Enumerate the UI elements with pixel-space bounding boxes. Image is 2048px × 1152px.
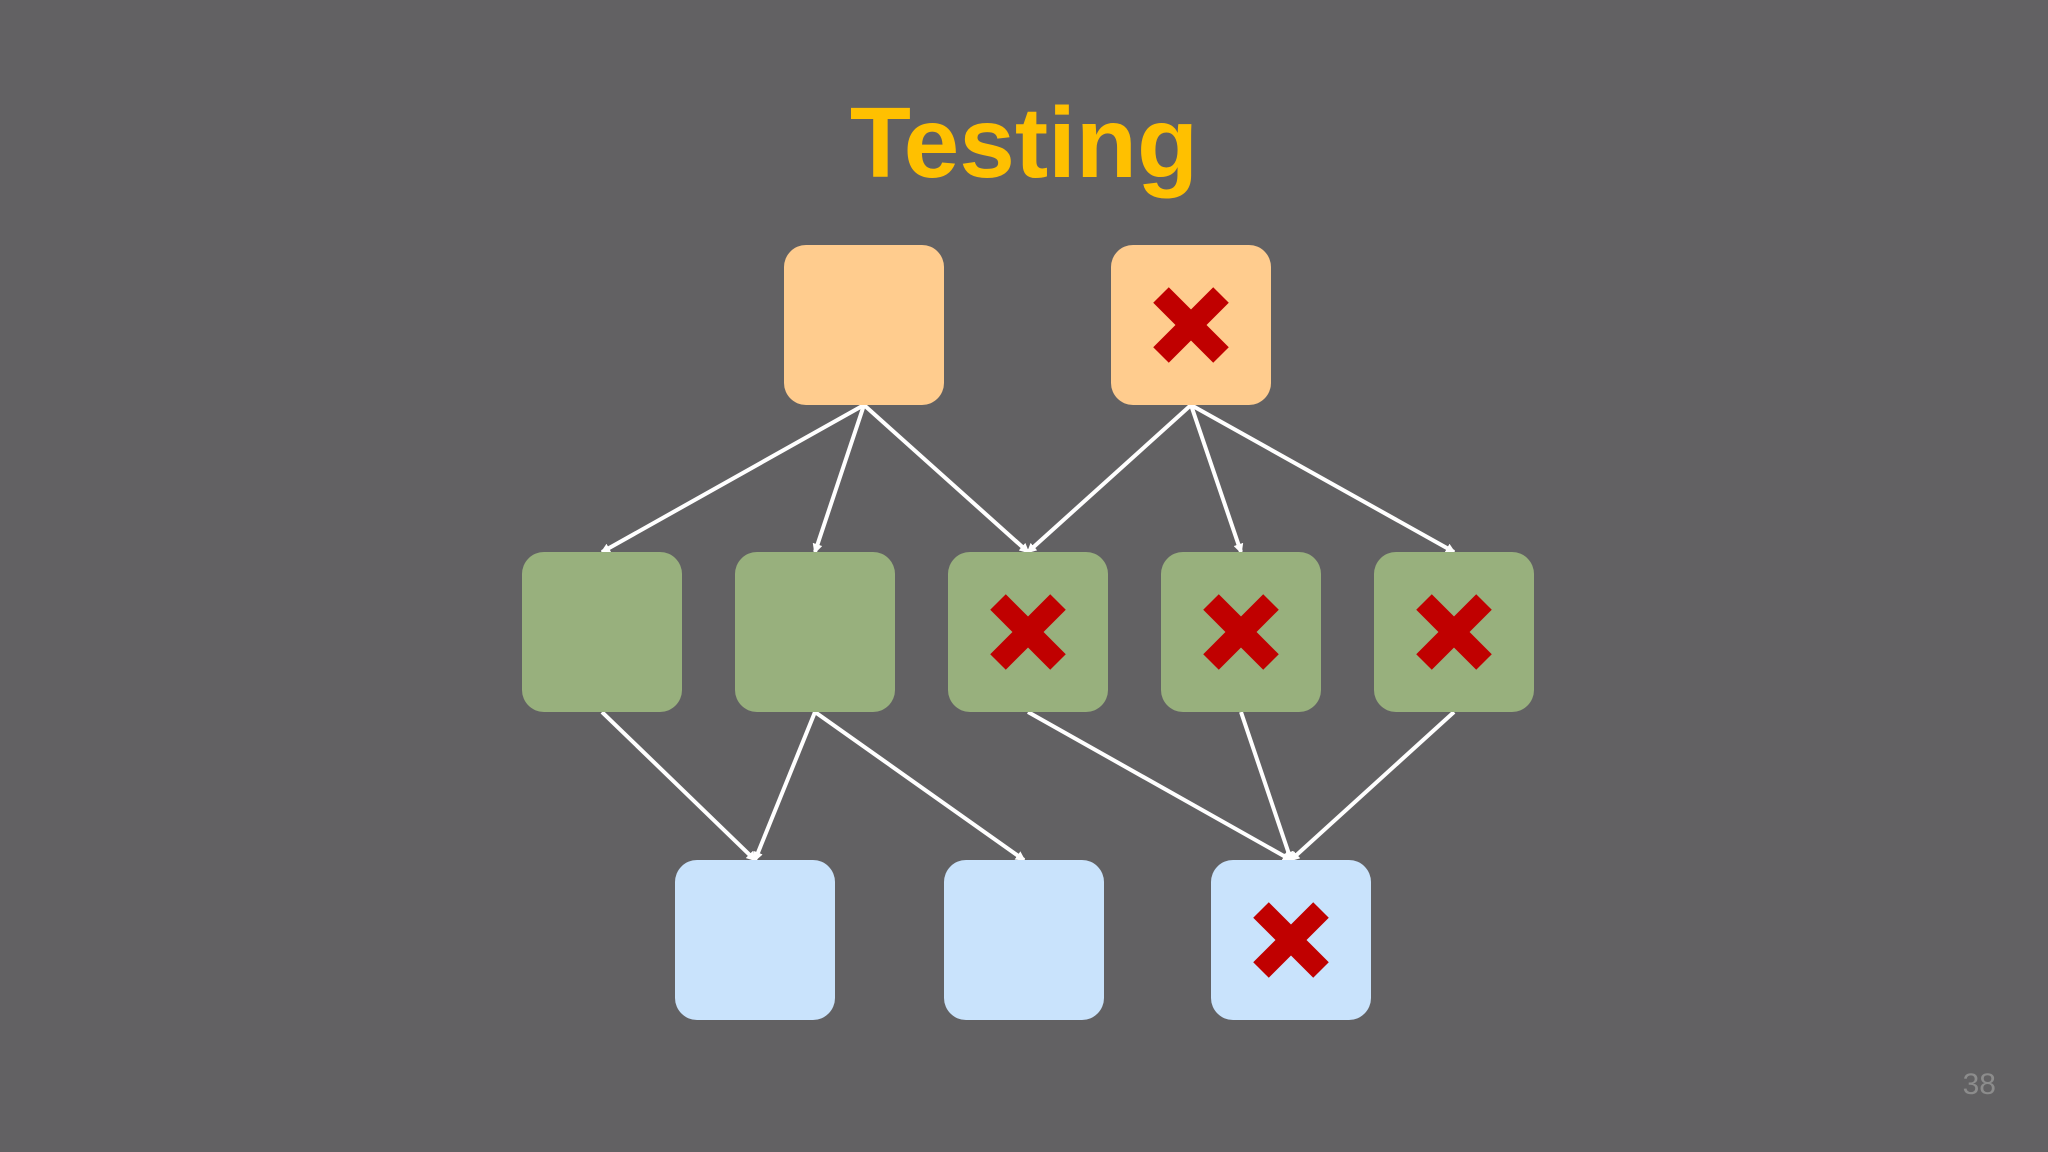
- node-box-tier-2: [735, 552, 895, 712]
- arrow-t1b-to-t2e: [1190, 403, 1456, 554]
- fail-x-icon: [1416, 594, 1492, 670]
- node-t2d: [1161, 552, 1321, 712]
- arrow-t1a-to-t2a: [600, 403, 865, 554]
- fail-x-icon: [990, 594, 1066, 670]
- node-t2e: [1374, 552, 1534, 712]
- arrow-t2c-to-t3c: [1027, 710, 1293, 862]
- node-t3c: [1211, 860, 1371, 1020]
- nodes-layer: [522, 245, 1534, 1020]
- arrow-t2e-to-t3c: [1289, 710, 1456, 862]
- node-box-tier-3: [675, 860, 835, 1020]
- arrow-t2a-to-t3a: [600, 710, 757, 862]
- arrow-t2b-to-t3b: [813, 710, 1026, 862]
- node-box-tier-2: [522, 552, 682, 712]
- node-t3a: [675, 860, 835, 1020]
- arrow-t1b-to-t2c: [1026, 403, 1193, 554]
- edges-layer: [600, 403, 1456, 862]
- slide-title: Testing: [849, 87, 1199, 199]
- node-t2a: [522, 552, 682, 712]
- node-t2c: [948, 552, 1108, 712]
- node-t1b: [1111, 245, 1271, 405]
- node-t1a: [784, 245, 944, 405]
- node-t3b: [944, 860, 1104, 1020]
- arrow-t1b-to-t2d: [1189, 404, 1244, 554]
- arrow-t1a-to-t2c: [862, 403, 1030, 554]
- node-t2b: [735, 552, 895, 712]
- page-number: 38: [1962, 1068, 1996, 1101]
- fail-x-icon: [1153, 287, 1229, 363]
- arrow-t2b-to-t3a: [753, 711, 817, 862]
- arrow-t1a-to-t2b: [812, 404, 866, 554]
- fail-x-icon: [1253, 902, 1329, 978]
- fail-x-icon: [1203, 594, 1279, 670]
- node-box-tier-1: [784, 245, 944, 405]
- node-box-tier-3: [944, 860, 1104, 1020]
- arrow-t2d-to-t3c: [1239, 711, 1294, 862]
